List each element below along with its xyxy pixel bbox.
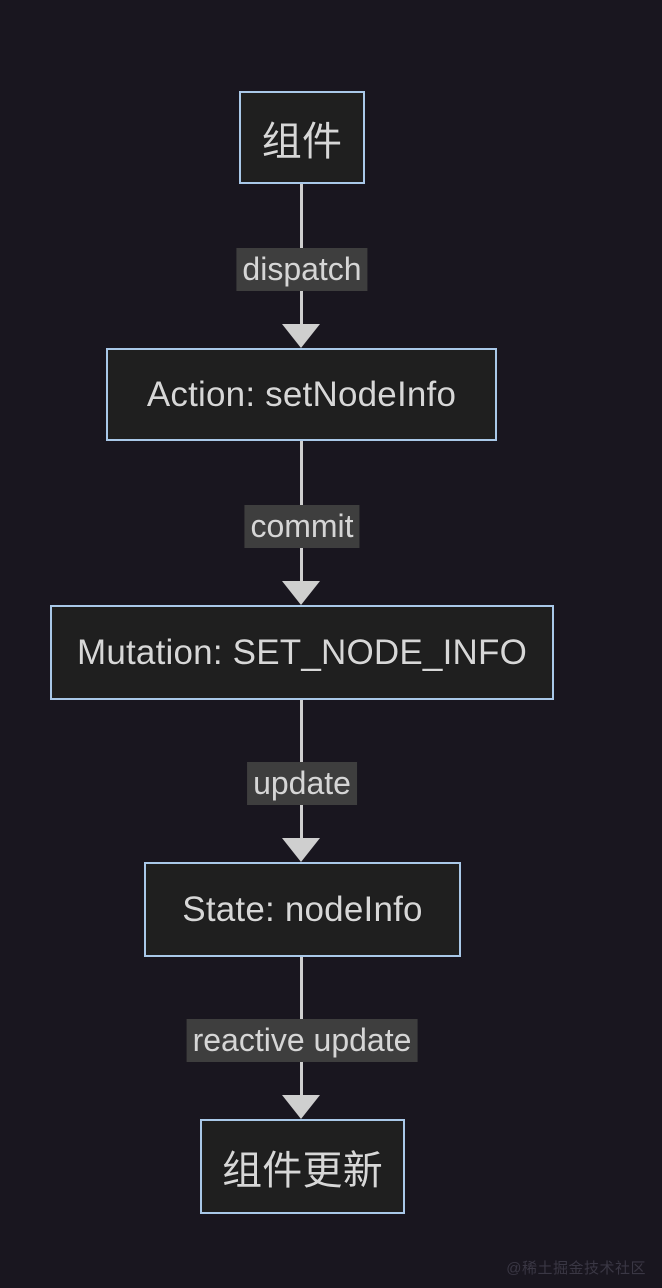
- flow-node-action-label: Action: setNodeInfo: [146, 374, 457, 414]
- flow-edge-label-update: update: [247, 762, 357, 806]
- flow-node-component[interactable]: 组件: [239, 91, 365, 184]
- flow-edge-label-dispatch: dispatch: [236, 248, 368, 292]
- arrow-down-icon: [282, 838, 320, 862]
- flow-node-component-label: 组件: [261, 119, 343, 164]
- flow-node-mutation[interactable]: Mutation: SET_NODE_INFO: [50, 605, 554, 700]
- flow-edge-label-reactive-update: reactive update: [186, 1019, 418, 1063]
- flow-node-state[interactable]: State: nodeInfo: [144, 862, 461, 957]
- flow-node-state-label: State: nodeInfo: [182, 889, 423, 929]
- arrow-down-icon: [282, 324, 320, 348]
- flow-edge-label-commit: commit: [244, 505, 360, 549]
- arrow-down-icon: [282, 581, 320, 605]
- flow-node-component-update-label: 组件更新: [222, 1148, 383, 1193]
- flow-node-mutation-label: Mutation: SET_NODE_INFO: [76, 632, 527, 672]
- watermark: @稀土掘金技术社区: [506, 1260, 646, 1277]
- arrow-down-icon: [282, 1095, 320, 1119]
- flow-node-component-update[interactable]: 组件更新: [200, 1119, 405, 1214]
- flow-node-action[interactable]: Action: setNodeInfo: [106, 348, 497, 441]
